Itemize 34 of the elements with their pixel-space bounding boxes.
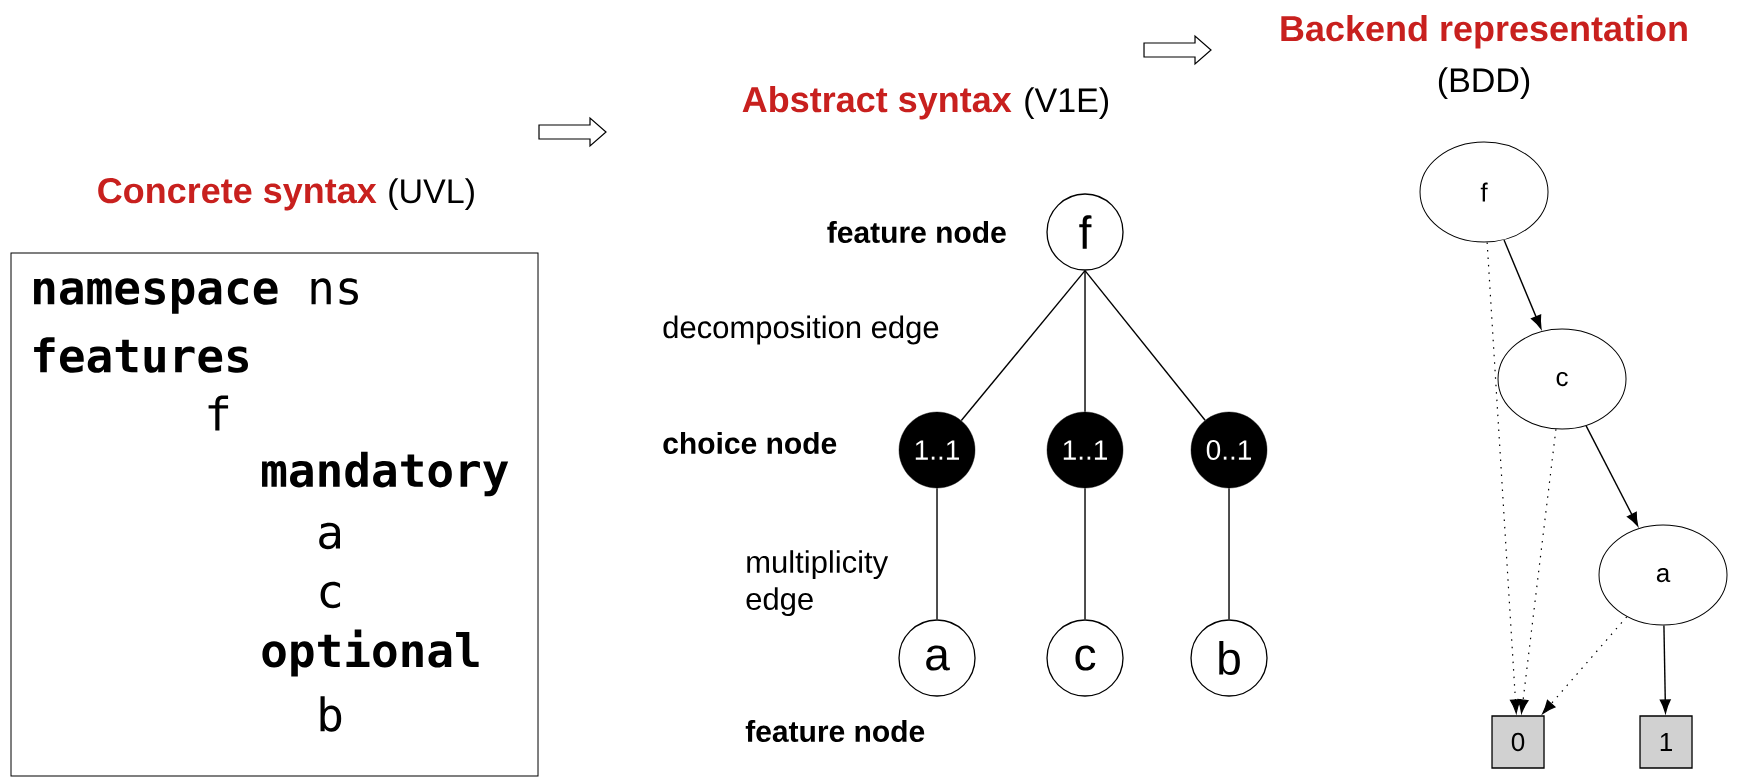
code-line: optional (262, 629, 479, 677)
heading: Concrete syntax (98, 177, 377, 211)
annotation: choice node (663, 432, 837, 455)
code-line: f (208, 395, 229, 431)
arrow (1503, 239, 1542, 330)
heading: Backend representation (1281, 14, 1687, 49)
annotation: feature node (827, 221, 1006, 244)
code-box (10, 252, 539, 777)
terminal-box: 0 (1491, 715, 1545, 769)
dotted-arrow (1517, 428, 1557, 714)
arrow (1585, 425, 1639, 527)
connector-line (936, 487, 938, 621)
heading-note: (BDD) (1438, 67, 1530, 100)
connector-line (1228, 487, 1230, 621)
code-line: features (34, 337, 248, 373)
code-line: c (320, 581, 341, 609)
terminal-box: 1 (1639, 715, 1693, 769)
connector-line (1084, 487, 1086, 621)
code-line: mandatory (262, 451, 509, 497)
connector-line (1084, 269, 1086, 413)
dotted-arrow (1486, 241, 1521, 714)
code-line: namespace ns (34, 278, 358, 314)
code-line: a (319, 522, 340, 550)
annotation: multiplicity edge (746, 550, 889, 617)
annotation: decomposition edge (663, 315, 939, 345)
connector-line (1084, 269, 1206, 421)
code-line: b (320, 696, 342, 732)
connector-line (960, 269, 1086, 422)
heading-note: (V1E) (1025, 87, 1108, 120)
heading-note: (UVL) (389, 178, 474, 211)
heading: Abstract syntax (742, 85, 1012, 120)
annotation: feature node (745, 720, 925, 743)
arrow (1659, 624, 1671, 714)
dotted-arrow (1542, 616, 1628, 715)
